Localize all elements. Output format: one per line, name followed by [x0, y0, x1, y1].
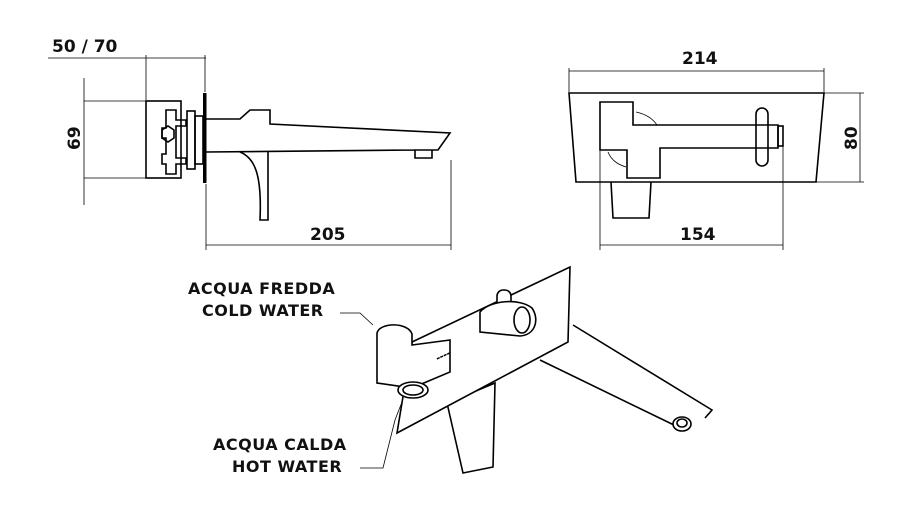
hot-water-label-en: HOT WATER — [232, 457, 342, 476]
dimension-height-label: 69 — [65, 126, 85, 150]
mixer-body-top — [599, 101, 779, 179]
dimension-plate-height-label: 80 — [842, 126, 862, 150]
svg-text:▬▬▬▬: ▬▬▬▬ — [435, 350, 451, 361]
wall-plate-top — [568, 92, 825, 183]
dimension-depth-label: 50 / 70 — [52, 37, 118, 57]
hot-leader-line — [360, 401, 403, 469]
top-view: 214 80 154 — [568, 49, 864, 250]
wall-plate — [203, 93, 207, 183]
cold-water-label-en: COLD WATER — [202, 301, 324, 320]
spout-side — [205, 109, 452, 159]
iso-view: ▬▬▬▬ ACQUA FREDDA COLD WATER ACQUA CALDA… — [188, 265, 714, 476]
cold-leader-line — [340, 312, 374, 326]
body-box — [145, 100, 182, 179]
spout-iso — [539, 324, 714, 427]
hot-water-label-it: ACQUA CALDA — [213, 435, 347, 454]
cold-inlet-iso — [376, 324, 451, 389]
side-view: 50 / 70 69 205 — [48, 37, 452, 250]
dimension-plate-width-label: 214 — [682, 49, 718, 69]
cold-water-label-it: ACQUA FREDDA — [188, 279, 335, 298]
dimension-spout-label: 205 — [310, 225, 346, 245]
dimension-mixer-width-label: 154 — [680, 225, 716, 245]
